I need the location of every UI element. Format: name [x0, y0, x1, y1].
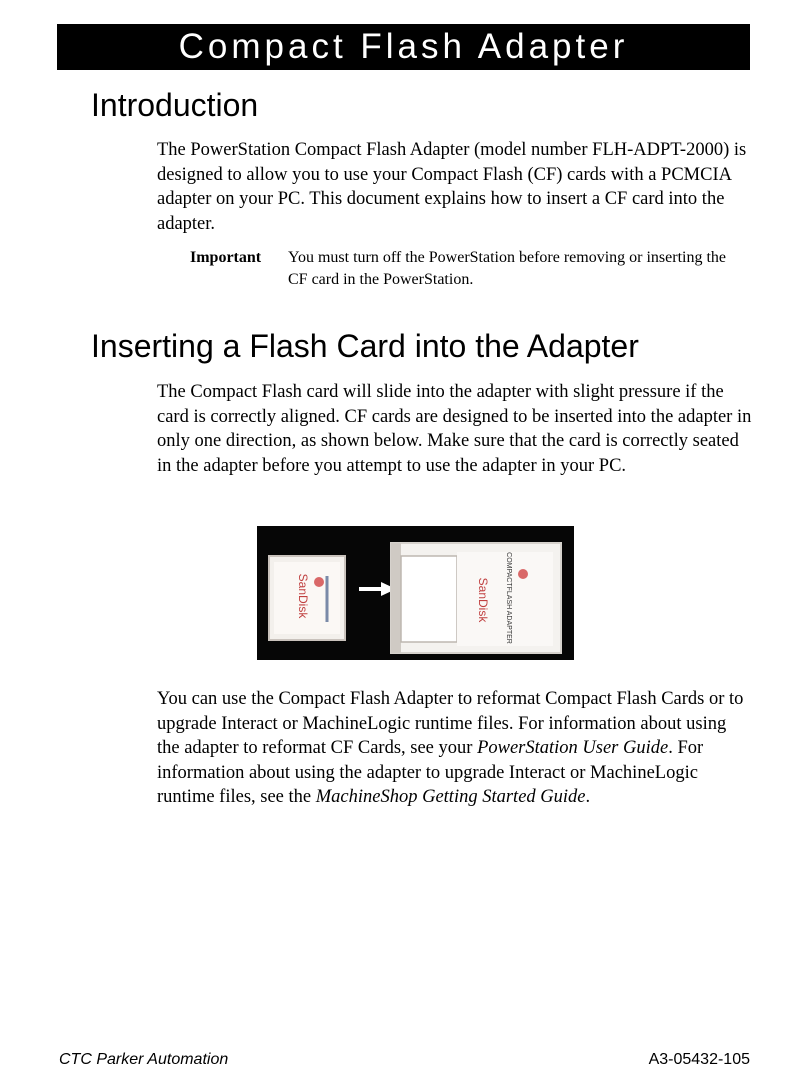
- compact-flash-card: SanDisk: [268, 555, 346, 641]
- closing-text-2: . For information about using the adapte…: [157, 738, 704, 807]
- intro-paragraph: The PowerStation Compact Flash Adapter (…: [157, 140, 747, 234]
- card-insertion-photo: SanDisk SanDisk COMPACTFLASH ADAPTER: [257, 526, 574, 660]
- closing-paragraph: You can use the Compact Flash Adapter to…: [157, 687, 752, 810]
- footer-company: CTC Parker Automation: [59, 1051, 229, 1068]
- pcmcia-adapter: SanDisk COMPACTFLASH ADAPTER: [390, 542, 562, 654]
- getting-started-reference: MachineShop Getting Started Guide: [315, 787, 586, 807]
- card-brand-label: SanDisk: [296, 574, 310, 620]
- inserting-paragraph: The Compact Flash card will slide into t…: [157, 382, 752, 476]
- closing-text-1: You can use the Compact Flash Adapter to…: [157, 689, 744, 758]
- right-arrow-icon: [359, 582, 396, 596]
- adapter-label: COMPACTFLASH ADAPTER: [505, 552, 512, 644]
- section-heading-introduction: Introduction: [91, 87, 259, 123]
- closing-text-3: .: [585, 787, 591, 807]
- card-insertion-illustration: SanDisk SanDisk COMPACTFLASH ADAPTER: [268, 542, 562, 654]
- section-heading-inserting: Inserting a Flash Card into the Adapter: [91, 328, 639, 364]
- user-guide-reference: PowerStation User Guide: [477, 738, 669, 758]
- page-title: Compact Flash Adapter: [57, 24, 750, 70]
- adapter-card-brand-label: SanDisk: [476, 578, 490, 624]
- footer-document-number: A3-05432-105: [648, 1051, 750, 1068]
- note-text: You must turn off the PowerStation befor…: [288, 249, 727, 288]
- note-label: Important: [190, 249, 262, 266]
